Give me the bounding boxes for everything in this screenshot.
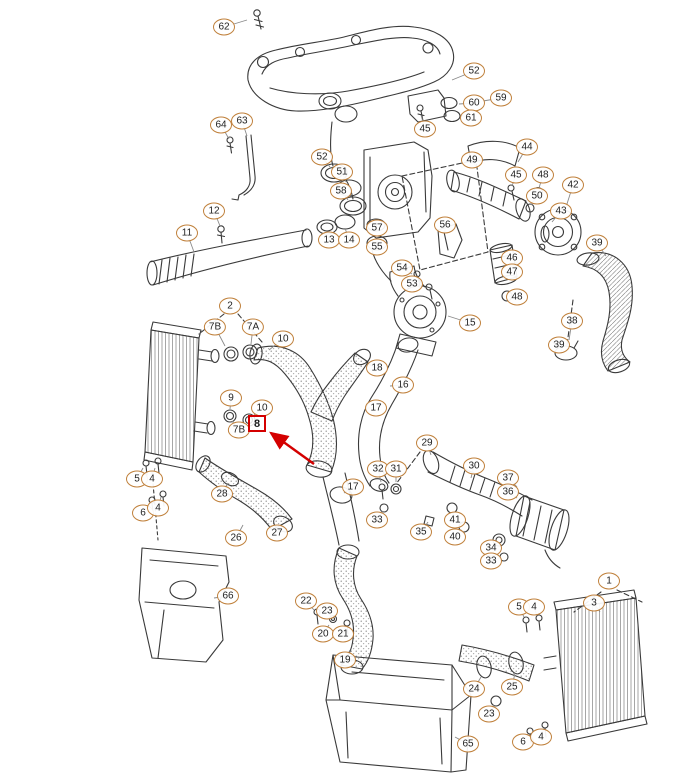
callout-20[interactable]: 20 <box>312 625 334 643</box>
callout-1[interactable]: 1 <box>598 572 620 590</box>
callout-4[interactable]: 4 <box>141 470 163 488</box>
callout-7A[interactable]: 7A <box>241 318 265 336</box>
callout-62[interactable]: 62 <box>213 18 235 36</box>
callout-39[interactable]: 39 <box>548 336 570 354</box>
callout-4[interactable]: 4 <box>523 598 545 616</box>
callout-11[interactable]: 11 <box>176 224 198 242</box>
callout-30[interactable]: 30 <box>463 457 485 475</box>
callout-4[interactable]: 4 <box>530 728 552 746</box>
callout-27[interactable]: 27 <box>266 524 288 542</box>
callout-53[interactable]: 53 <box>401 275 423 293</box>
callout-50[interactable]: 50 <box>526 187 548 205</box>
callout-12[interactable]: 12 <box>203 202 225 220</box>
callout-41[interactable]: 41 <box>444 511 466 529</box>
callout-18[interactable]: 18 <box>366 359 388 377</box>
callout-52[interactable]: 52 <box>463 62 485 80</box>
callout-22[interactable]: 22 <box>295 592 317 610</box>
callout-26[interactable]: 26 <box>225 529 247 547</box>
callout-66[interactable]: 66 <box>217 587 239 605</box>
callout-64[interactable]: 64 <box>210 116 232 134</box>
callout-52[interactable]: 52 <box>311 148 333 166</box>
callout-61[interactable]: 61 <box>460 109 482 127</box>
callout-49[interactable]: 49 <box>461 151 483 169</box>
callout-59[interactable]: 59 <box>490 89 512 107</box>
callout-36[interactable]: 36 <box>497 483 519 501</box>
callout-17[interactable]: 17 <box>365 399 387 417</box>
callout-55[interactable]: 55 <box>366 238 388 256</box>
callout-45[interactable]: 45 <box>505 166 527 184</box>
callout-65[interactable]: 65 <box>457 735 479 753</box>
callout-16[interactable]: 16 <box>392 376 414 394</box>
callout-13[interactable]: 13 <box>318 231 340 249</box>
callout-39[interactable]: 39 <box>586 234 608 252</box>
callout-43[interactable]: 43 <box>550 202 572 220</box>
callout-29[interactable]: 29 <box>416 434 438 452</box>
callout-3[interactable]: 3 <box>583 594 605 612</box>
callout-45[interactable]: 45 <box>414 120 436 138</box>
callout-10[interactable]: 10 <box>251 399 273 417</box>
callout-35[interactable]: 35 <box>410 523 432 541</box>
callout-23[interactable]: 23 <box>478 705 500 723</box>
callout-31[interactable]: 31 <box>385 460 407 478</box>
callout-24[interactable]: 24 <box>463 680 485 698</box>
callout-63[interactable]: 63 <box>231 112 253 130</box>
callout-56[interactable]: 56 <box>434 216 456 234</box>
callout-7B[interactable]: 7B <box>203 318 227 336</box>
callout-38[interactable]: 38 <box>561 312 583 330</box>
callout-51[interactable]: 51 <box>331 163 353 181</box>
callout-48[interactable]: 48 <box>532 166 554 184</box>
callout-33[interactable]: 33 <box>480 552 502 570</box>
callout-21[interactable]: 21 <box>332 625 354 643</box>
callout-23[interactable]: 23 <box>316 602 338 620</box>
callout-33[interactable]: 33 <box>366 511 388 529</box>
callout-40[interactable]: 40 <box>444 528 466 546</box>
callout-4[interactable]: 4 <box>147 499 169 517</box>
callout-57[interactable]: 57 <box>366 219 388 237</box>
highlighted-callout-8: 8 <box>248 415 266 432</box>
callout-2[interactable]: 2 <box>219 297 241 315</box>
callout-15[interactable]: 15 <box>459 314 481 332</box>
callout-54[interactable]: 54 <box>391 259 413 277</box>
callout-44[interactable]: 44 <box>516 138 538 156</box>
callout-7B[interactable]: 7B <box>227 421 251 439</box>
callout-25[interactable]: 25 <box>501 678 523 696</box>
callout-9[interactable]: 9 <box>220 389 242 407</box>
callout-42[interactable]: 42 <box>562 176 584 194</box>
callout-14[interactable]: 14 <box>338 231 360 249</box>
callout-28[interactable]: 28 <box>211 485 233 503</box>
callout-58[interactable]: 58 <box>330 182 352 200</box>
callout-48[interactable]: 48 <box>506 288 528 306</box>
callout-19[interactable]: 19 <box>334 651 356 669</box>
callout-10[interactable]: 10 <box>272 330 294 348</box>
callout-17[interactable]: 17 <box>342 478 364 496</box>
callout-47[interactable]: 47 <box>501 263 523 281</box>
